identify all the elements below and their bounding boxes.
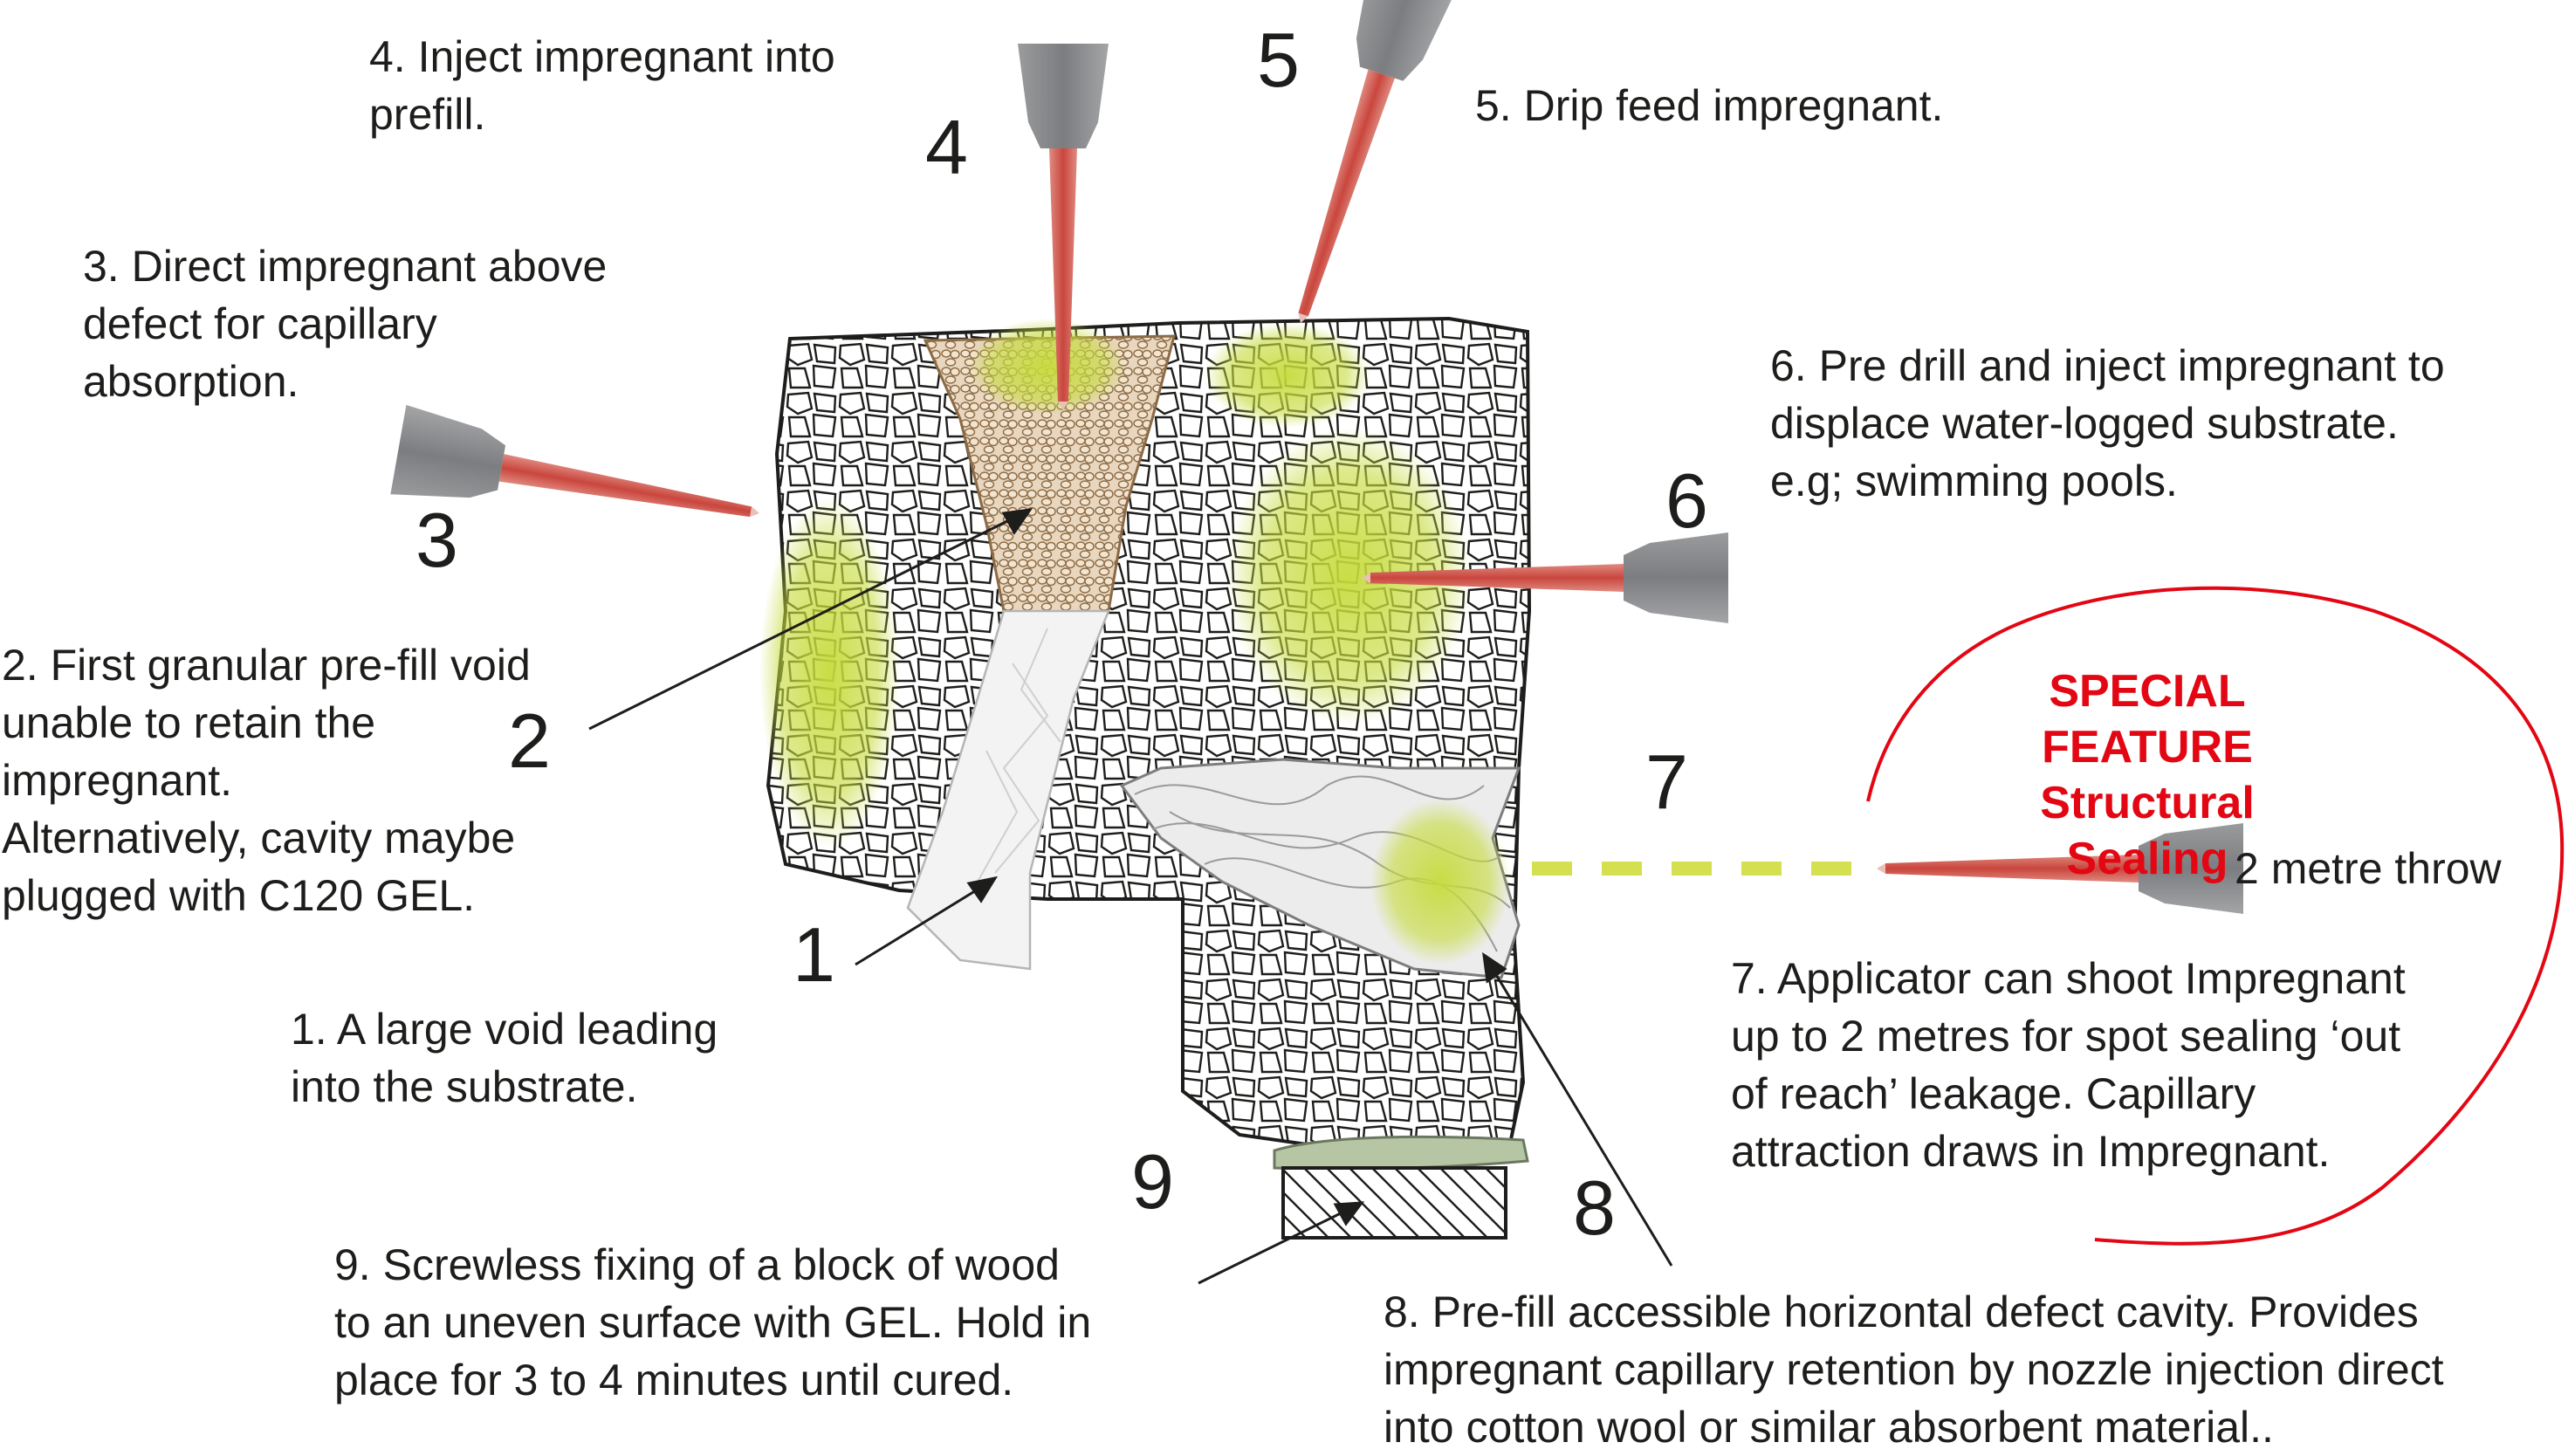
note-6: 6. Pre drill and inject impregnant to di… [1770, 341, 2445, 505]
callout-number-1: 1 [793, 911, 835, 998]
special-feature-title: SPECIAL FEATURE [2042, 666, 2253, 773]
callout-number-9: 9 [1131, 1138, 1174, 1225]
wood-block-icon [1273, 1135, 1529, 1240]
note-5: 5. Drip feed impregnant. [1475, 81, 1944, 130]
callout-number-8: 8 [1573, 1164, 1616, 1251]
note-9: 9. Screwless fixing of a block of wood t… [334, 1240, 1092, 1404]
callout-number-5: 5 [1257, 17, 1300, 103]
note-8: 8. Pre-fill accessible horizontal defect… [1384, 1288, 2444, 1452]
special-feature-label: SPECIAL FEATURE Structural Sealing [1955, 663, 2339, 887]
callout-number-4: 4 [925, 104, 968, 190]
note-7: 7. Applicator can shoot Impregnant up to… [1731, 954, 2406, 1176]
void-texture [977, 628, 1061, 883]
callout-number-2: 2 [508, 697, 551, 784]
leader-lines [588, 508, 1673, 1285]
note-1: 1. A large void leading into the substra… [291, 1005, 718, 1111]
note-4: 4. Inject impregnant into prefill. [369, 32, 835, 139]
special-feature-subtitle: Structural Sealing [2040, 778, 2255, 884]
note-3: 3. Direct impregnant above defect for ca… [83, 242, 608, 406]
note-2: 2. First granular pre-fill void unable t… [2, 641, 531, 920]
callout-number-6: 6 [1665, 457, 1708, 544]
large-void [906, 609, 1110, 971]
callout-number-7: 7 [1645, 738, 1688, 825]
callout-number-3: 3 [415, 497, 458, 583]
special-feature-circle [1866, 586, 2565, 1246]
throw-label: 2 metre throw [2235, 844, 2502, 893]
impregnant-zones [759, 319, 1510, 965]
